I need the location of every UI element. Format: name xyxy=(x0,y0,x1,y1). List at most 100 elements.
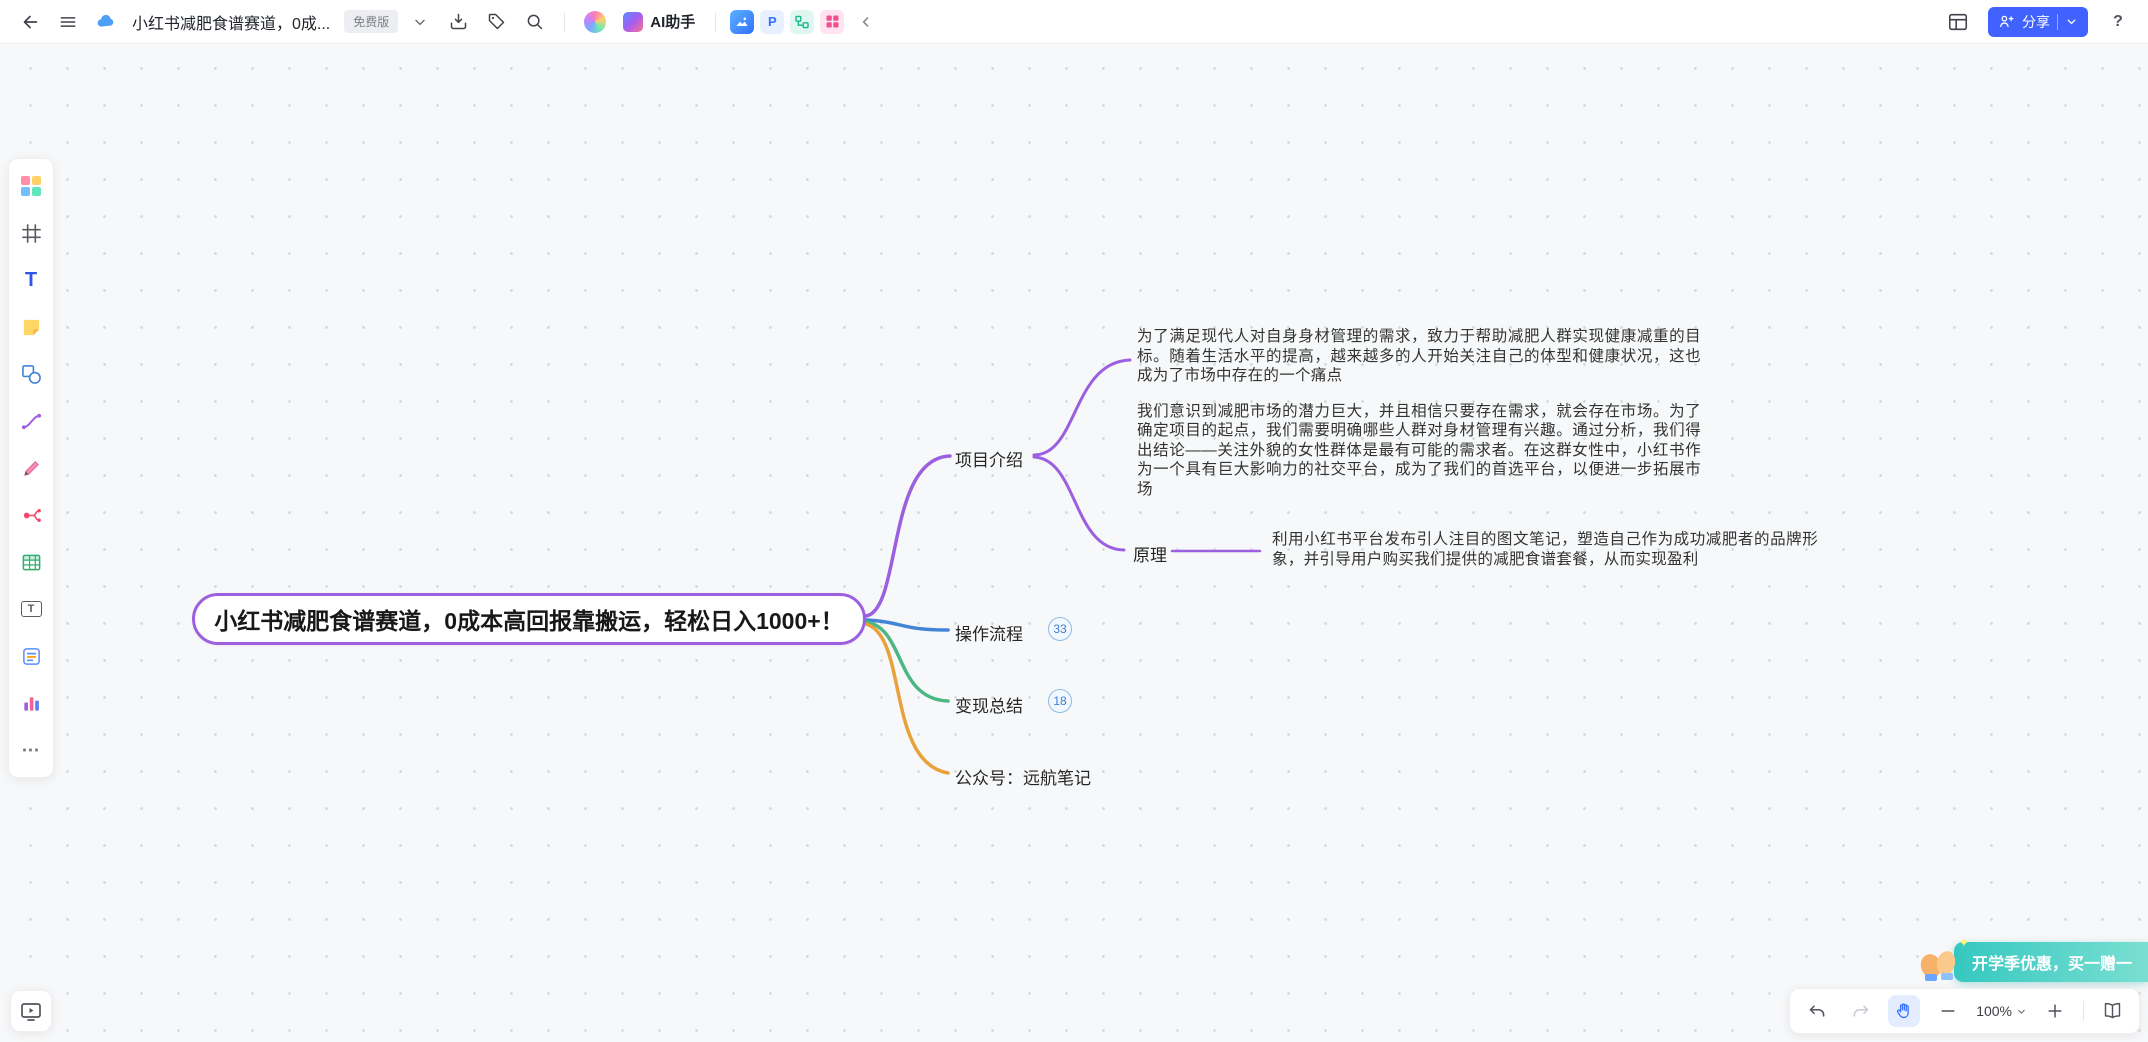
tool-templates[interactable] xyxy=(14,169,48,203)
topbar-divider xyxy=(564,12,565,32)
redo-button[interactable] xyxy=(1845,996,1875,1026)
bottom-right-toolbar: 100% xyxy=(1789,988,2140,1034)
chevron-left-icon xyxy=(858,14,874,30)
back-icon xyxy=(19,11,41,33)
cloud-sync-icon xyxy=(90,6,122,38)
hand-icon xyxy=(1895,1002,1914,1021)
shape-icon xyxy=(21,364,42,385)
root-node-text: 小红书减肥食谱赛道，0成本高回报靠搬运，轻松日入1000+！ xyxy=(214,602,843,636)
whiteboard-canvas[interactable]: 小红书减肥食谱赛道，0成本高回报靠搬运，轻松日入1000+！ 项目介绍 为了满足… xyxy=(0,44,2148,1042)
collapse-apps-button[interactable] xyxy=(850,6,882,38)
tool-pen[interactable] xyxy=(14,451,48,485)
card-icon xyxy=(21,646,42,667)
promo-banner[interactable]: ✦ 开学季优惠，买一赠一 xyxy=(1916,942,2148,982)
text-icon: T xyxy=(25,269,37,292)
tool-chart[interactable] xyxy=(14,686,48,720)
principle-detail-text[interactable]: 利用小红书平台发布引人注目的图文笔记，塑造自己作为成功减肥者的品牌形象，并引导用… xyxy=(1272,530,1818,569)
hamburger-icon xyxy=(58,12,78,32)
connector-icon xyxy=(21,411,42,432)
p-app-button[interactable]: P xyxy=(760,10,784,34)
present-board-button[interactable] xyxy=(10,990,52,1032)
tool-mindmap[interactable] xyxy=(14,498,48,532)
mindmap-links xyxy=(0,44,2148,1042)
grid-app-button[interactable] xyxy=(820,10,844,34)
search-button[interactable] xyxy=(518,6,550,38)
topbar: 小红书减肥食谱赛道，0成... 免费版 AI助手 P xyxy=(0,0,2148,44)
zoom-level-dropdown[interactable]: 100% xyxy=(1976,1003,2027,1019)
doc-title[interactable]: 小红书减肥食谱赛道，0成... xyxy=(132,10,330,34)
left-toolbar: T T ⋯ xyxy=(8,158,54,778)
ai-assistant-label: AI助手 xyxy=(650,11,695,32)
tag-button[interactable] xyxy=(480,6,512,38)
back-button[interactable] xyxy=(14,6,46,38)
sticker-icon xyxy=(584,11,606,33)
flow-app-button[interactable] xyxy=(790,10,814,34)
ai-logo-icon xyxy=(623,12,643,32)
save-tray-icon xyxy=(448,11,469,32)
pages-book-icon xyxy=(2102,1001,2123,1022)
zoom-out-icon xyxy=(1938,1001,1958,1021)
zoom-chevron-icon xyxy=(2016,1006,2027,1017)
chart-icon xyxy=(21,693,42,714)
widgets-board-icon xyxy=(1947,11,1969,33)
tool-sticky-note[interactable] xyxy=(14,310,48,344)
node-intro[interactable]: 项目介绍 xyxy=(955,446,1023,471)
table-icon xyxy=(21,552,42,573)
present-board-icon xyxy=(19,999,43,1023)
node-process[interactable]: 操作流程 xyxy=(955,620,1023,645)
tool-connector[interactable] xyxy=(14,404,48,438)
zoom-out-button[interactable] xyxy=(1933,996,1963,1026)
help-icon: ? xyxy=(2113,13,2123,31)
tag-icon xyxy=(486,11,507,32)
hand-tool-button[interactable] xyxy=(1888,995,1920,1027)
flow-app-icon xyxy=(794,14,810,30)
textbox-glyph: T xyxy=(28,604,35,615)
share-button[interactable]: 分享 xyxy=(1988,7,2088,37)
share-person-icon xyxy=(1998,13,2015,30)
node-account[interactable]: 公众号：远航笔记 xyxy=(955,764,1091,789)
tool-textbox[interactable]: T xyxy=(14,592,48,626)
textbox-icon: T xyxy=(21,601,42,617)
intro-detail-text[interactable]: 为了满足现代人对自身身材管理的需求，致力于帮助减肥人群实现健康减重的目标。随着生… xyxy=(1137,327,1701,499)
sticky-note-icon xyxy=(21,317,42,338)
undo-button[interactable] xyxy=(1802,996,1832,1026)
promo-text: 开学季优惠，买一赠一 xyxy=(1972,956,2132,973)
tool-card[interactable] xyxy=(14,639,48,673)
image-app-button[interactable] xyxy=(730,10,754,34)
zoom-in-icon xyxy=(2045,1001,2065,1021)
grid-app-icon xyxy=(825,14,840,29)
zoom-level-value: 100% xyxy=(1976,1003,2012,1019)
tool-more[interactable]: ⋯ xyxy=(14,733,48,767)
zoom-in-button[interactable] xyxy=(2040,996,2070,1026)
undo-icon xyxy=(1807,1001,1828,1022)
node-principle[interactable]: 原理 xyxy=(1133,541,1167,566)
frame-icon xyxy=(21,223,42,244)
promo-pill[interactable]: ✦ 开学季优惠，买一赠一 xyxy=(1954,942,2148,982)
promo-hands-icon xyxy=(1916,942,1962,982)
help-button[interactable]: ? xyxy=(2102,6,2134,38)
tool-text[interactable]: T xyxy=(14,263,48,297)
menu-button[interactable] xyxy=(52,6,84,38)
process-collapsed-count[interactable]: 33 xyxy=(1048,617,1072,641)
resource-center-button[interactable] xyxy=(579,6,611,38)
templates-icon xyxy=(20,175,42,197)
share-chevron-icon[interactable] xyxy=(2065,15,2078,28)
topbar-right-group: 分享 ? xyxy=(1942,6,2134,38)
tool-frame[interactable] xyxy=(14,216,48,250)
tool-table[interactable] xyxy=(14,545,48,579)
tool-shape[interactable] xyxy=(14,357,48,391)
widgets-button[interactable] xyxy=(1942,6,1974,38)
intro-paragraph-2: 我们意识到减肥市场的潜力巨大，并且相信只要存在需求，就会存在市场。为了确定项目的… xyxy=(1137,402,1701,500)
node-monetize[interactable]: 变现总结 xyxy=(955,692,1023,717)
topbar-divider xyxy=(715,12,716,32)
ai-assistant-button[interactable]: AI助手 xyxy=(617,7,701,36)
more-icon: ⋯ xyxy=(22,740,41,761)
monetize-collapsed-count[interactable]: 18 xyxy=(1048,689,1072,713)
share-label: 分享 xyxy=(2022,12,2050,32)
title-menu-button[interactable] xyxy=(404,6,436,38)
mindmap-root-node[interactable]: 小红书减肥食谱赛道，0成本高回报靠搬运，轻松日入1000+！ xyxy=(192,593,866,645)
chevron-down-icon xyxy=(412,14,428,30)
pages-button[interactable] xyxy=(2097,996,2127,1026)
share-divider xyxy=(2057,14,2058,30)
save-button[interactable] xyxy=(442,6,474,38)
